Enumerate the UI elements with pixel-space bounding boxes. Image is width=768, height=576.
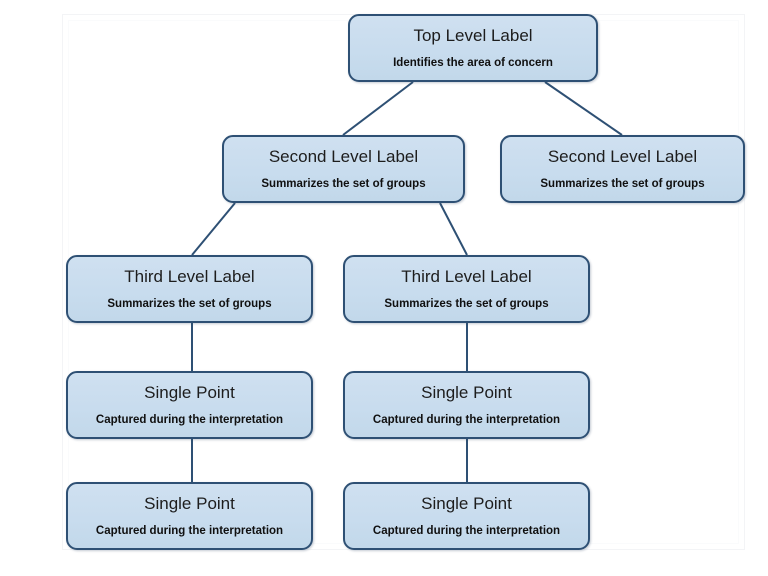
node-title: Top Level Label bbox=[413, 26, 533, 46]
connector-second-to-third-right bbox=[439, 202, 468, 256]
node-title: Second Level Label bbox=[547, 147, 698, 167]
node-subtitle: Summarizes the set of groups bbox=[540, 177, 705, 190]
node-title: Single Point bbox=[144, 383, 235, 403]
node-title: Single Point bbox=[144, 494, 235, 514]
node-title: Single Point bbox=[421, 383, 512, 403]
node-subtitle: Summarizes the set of groups bbox=[107, 297, 272, 310]
node-title: Single Point bbox=[421, 494, 512, 514]
node-subtitle: Captured during the interpretation bbox=[95, 524, 284, 537]
node-subtitle: Captured during the interpretation bbox=[95, 413, 284, 426]
node-title: Third Level Label bbox=[124, 267, 255, 287]
node-subtitle: Captured during the interpretation bbox=[372, 524, 561, 537]
node-subtitle: Summarizes the set of groups bbox=[384, 297, 549, 310]
node-title: Third Level Label bbox=[401, 267, 532, 287]
node-subtitle: Summarizes the set of groups bbox=[261, 177, 426, 190]
connector-second-to-third-left bbox=[191, 202, 236, 256]
node-title: Second Level Label bbox=[268, 147, 419, 167]
connector-top-to-second-left bbox=[342, 81, 414, 136]
node-subtitle: Identifies the area of concern bbox=[393, 56, 553, 69]
node-subtitle: Captured during the interpretation bbox=[372, 413, 561, 426]
connector-top-to-second-right bbox=[544, 81, 623, 136]
